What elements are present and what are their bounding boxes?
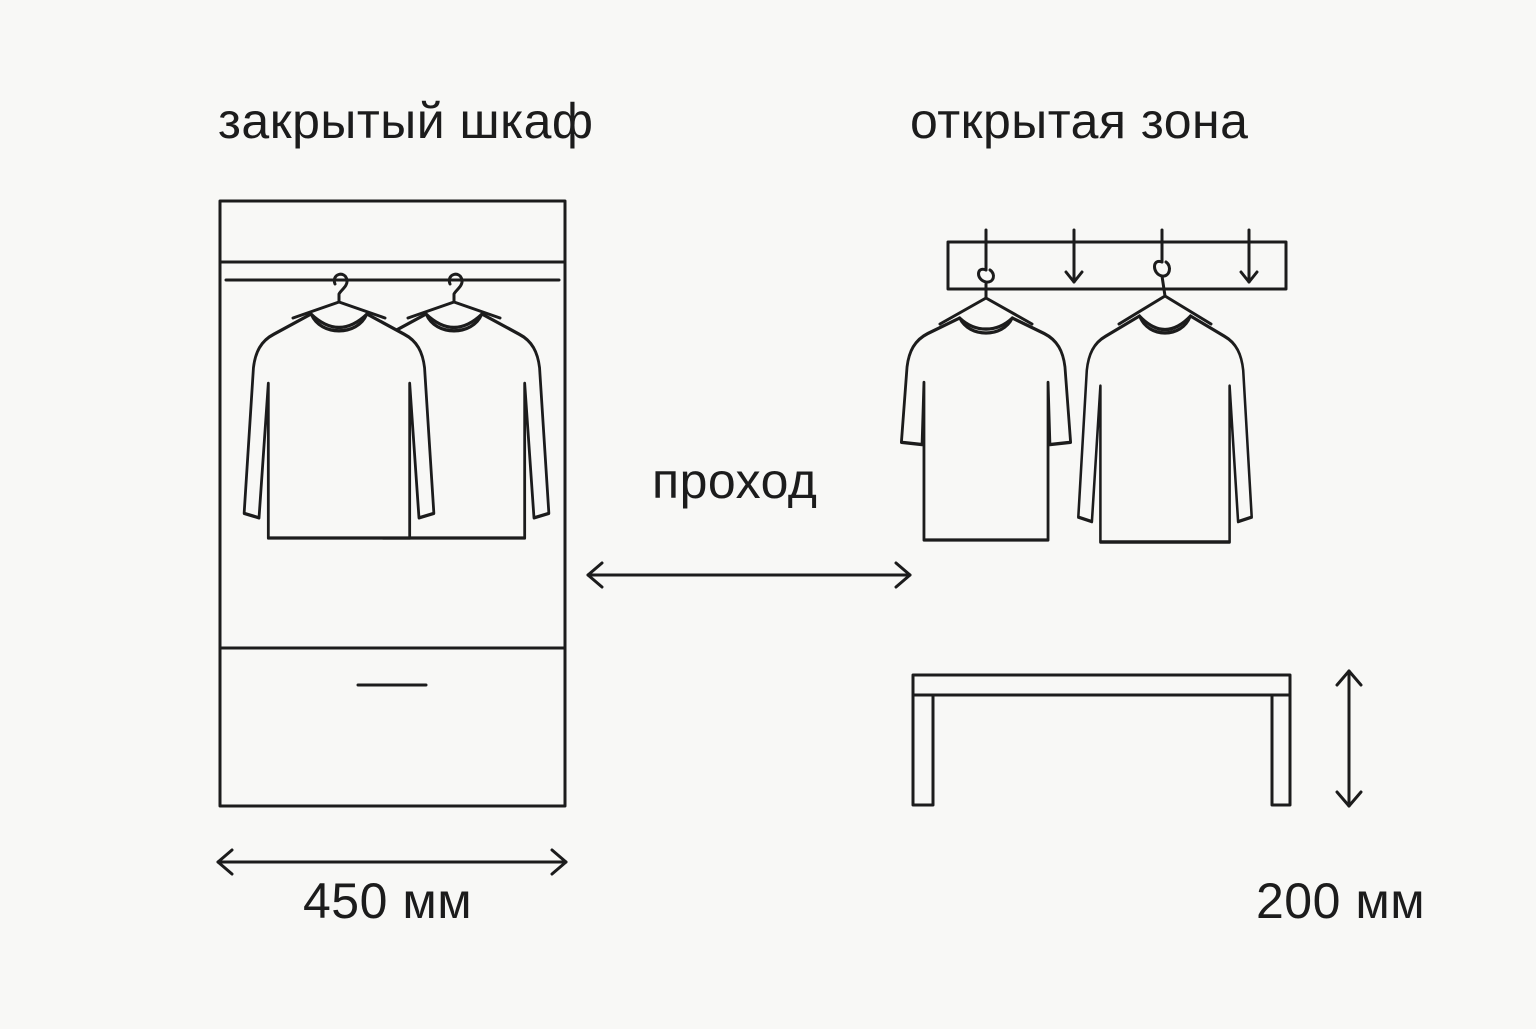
wall-hook-rack-icon bbox=[946, 228, 1288, 291]
long-sleeve-shirt-icon bbox=[1076, 274, 1254, 544]
closed-wardrobe-label: закрытый шкаф bbox=[218, 93, 594, 149]
open-zone-label: открытая зона bbox=[910, 93, 1249, 149]
bench-icon bbox=[911, 673, 1292, 807]
long-sleeve-shirt-icon bbox=[242, 272, 436, 540]
hanger-icon bbox=[1117, 274, 1213, 326]
double-arrow-icon bbox=[1335, 669, 1363, 808]
double-arrow-icon bbox=[586, 561, 912, 589]
wardrobe-depth-label: 450 мм bbox=[303, 873, 473, 929]
double-arrow-icon bbox=[216, 848, 568, 876]
bench-height-label: 200 мм bbox=[1256, 873, 1426, 929]
passage-label: проход bbox=[652, 453, 818, 509]
hanger-icon bbox=[938, 282, 1034, 326]
wardrobe-icon bbox=[218, 199, 567, 808]
t-shirt-icon bbox=[899, 282, 1073, 542]
